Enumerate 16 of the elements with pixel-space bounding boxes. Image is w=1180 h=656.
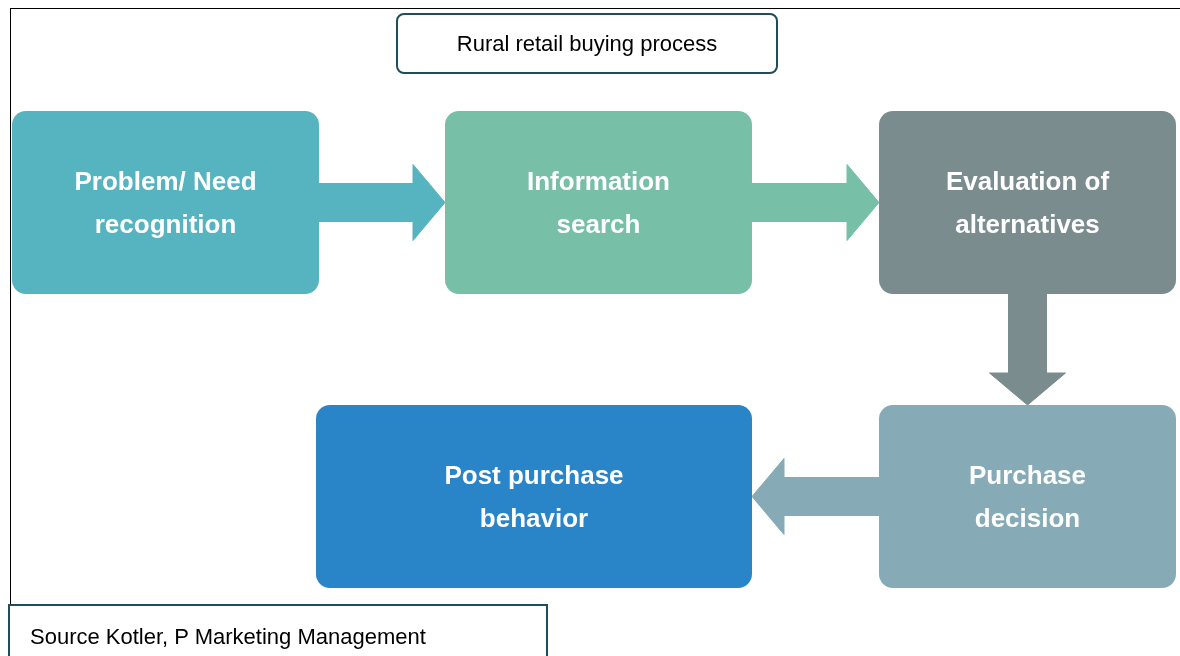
block-arrow xyxy=(318,164,446,241)
process-box xyxy=(12,111,319,294)
block-arrow xyxy=(751,458,880,535)
step-label: Post purchase behavior xyxy=(443,458,625,535)
process-box xyxy=(445,111,752,294)
step-label: Purchase decision xyxy=(967,458,1088,535)
step-label: Information search xyxy=(526,164,671,241)
block-arrow xyxy=(989,293,1066,406)
block-arrow xyxy=(751,164,880,241)
step-label: Problem/ Need recognition xyxy=(73,164,258,241)
process-box xyxy=(879,111,1176,294)
process-box xyxy=(316,405,752,588)
source-note: Source Kotler, P Marketing Management xyxy=(8,604,548,656)
step-label: Evaluation of alternatives xyxy=(944,164,1111,241)
title: Rural retail buying process xyxy=(396,13,778,74)
process-box xyxy=(879,405,1176,588)
